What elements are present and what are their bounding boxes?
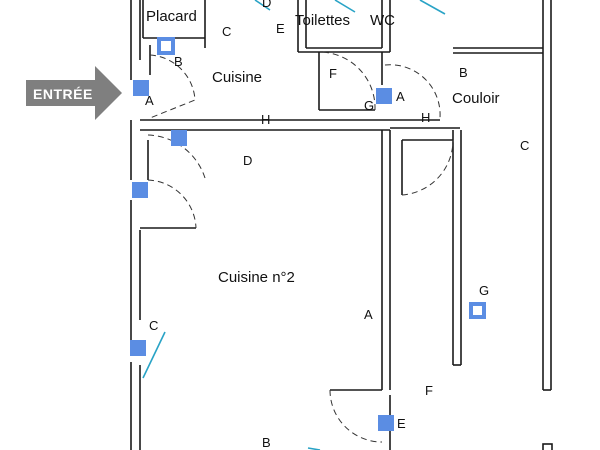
markers [130,37,486,431]
label-wc: WC [370,12,395,29]
solid-marker-bottom [378,415,394,431]
toilettes-door-arc [318,51,376,111]
windows [142,0,446,450]
tag-f-toilettes: F [329,66,337,81]
tag-e-top: E [276,21,285,36]
entrance-arrow: ENTRÉE [26,66,122,120]
cuisine2-door-arc [147,179,197,229]
tag-c-window: C [149,318,158,333]
letter-tags: C D E B A F B G A H C H D G A C F E B [145,0,529,450]
room-labels: Placard Cuisine Toilettes WC Couloir Cui… [146,8,500,286]
tag-g-room: G [479,283,489,298]
tag-c-right: C [520,138,529,153]
window-top-left [254,0,271,11]
tag-a-door: A [396,89,405,104]
tag-a-entree: A [145,93,154,108]
tag-e-bottom: E [397,416,406,431]
tag-h-couloir: H [421,110,430,125]
bottom-corner-post [542,443,553,450]
entrance-label: ENTRÉE [33,86,93,102]
tag-b-placard: B [174,54,183,69]
tag-d-hall: D [243,153,252,168]
entrance-door-arc [149,54,196,119]
hollow-marker-placard [157,37,175,55]
window-left-wall [142,331,166,379]
solid-marker-cuisine2 [132,182,148,198]
room-door-arc [401,139,454,196]
solid-marker-window [130,340,146,356]
couloir-door-arc [384,64,441,119]
solid-marker-couloir [376,88,392,104]
entrance-arrow-shape [26,66,122,120]
tag-b-bottom: B [262,435,271,450]
tag-b-couloir: B [459,65,468,80]
tag-h-hall: H [261,112,270,127]
tag-g-door: G [364,98,374,113]
bottom-door-arc [329,389,383,443]
label-cuisine2: Cuisine n°2 [218,269,295,286]
walls [130,0,553,450]
label-placard: Placard [146,8,197,25]
label-toilettes: Toilettes [295,12,350,29]
tag-a-wall: A [364,307,373,322]
window-top-right [419,0,446,15]
label-cuisine: Cuisine [212,69,262,86]
tag-c-placard: C [222,24,231,39]
door-arcs [147,51,454,443]
tag-d-top: D [262,0,271,10]
tag-f-bottom: F [425,383,433,398]
label-couloir: Couloir [452,90,500,107]
solid-marker-entrance [133,80,149,96]
solid-marker-hall [171,130,187,146]
window-top-mid [334,0,356,13]
hollow-marker-room [469,302,486,319]
